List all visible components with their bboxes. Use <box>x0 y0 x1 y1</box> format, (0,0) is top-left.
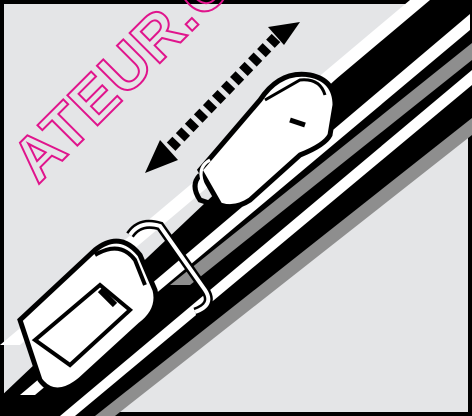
illustration-svg: ATEUR.C <box>0 0 472 416</box>
illustration-panel: ATEUR.C <box>0 0 472 416</box>
